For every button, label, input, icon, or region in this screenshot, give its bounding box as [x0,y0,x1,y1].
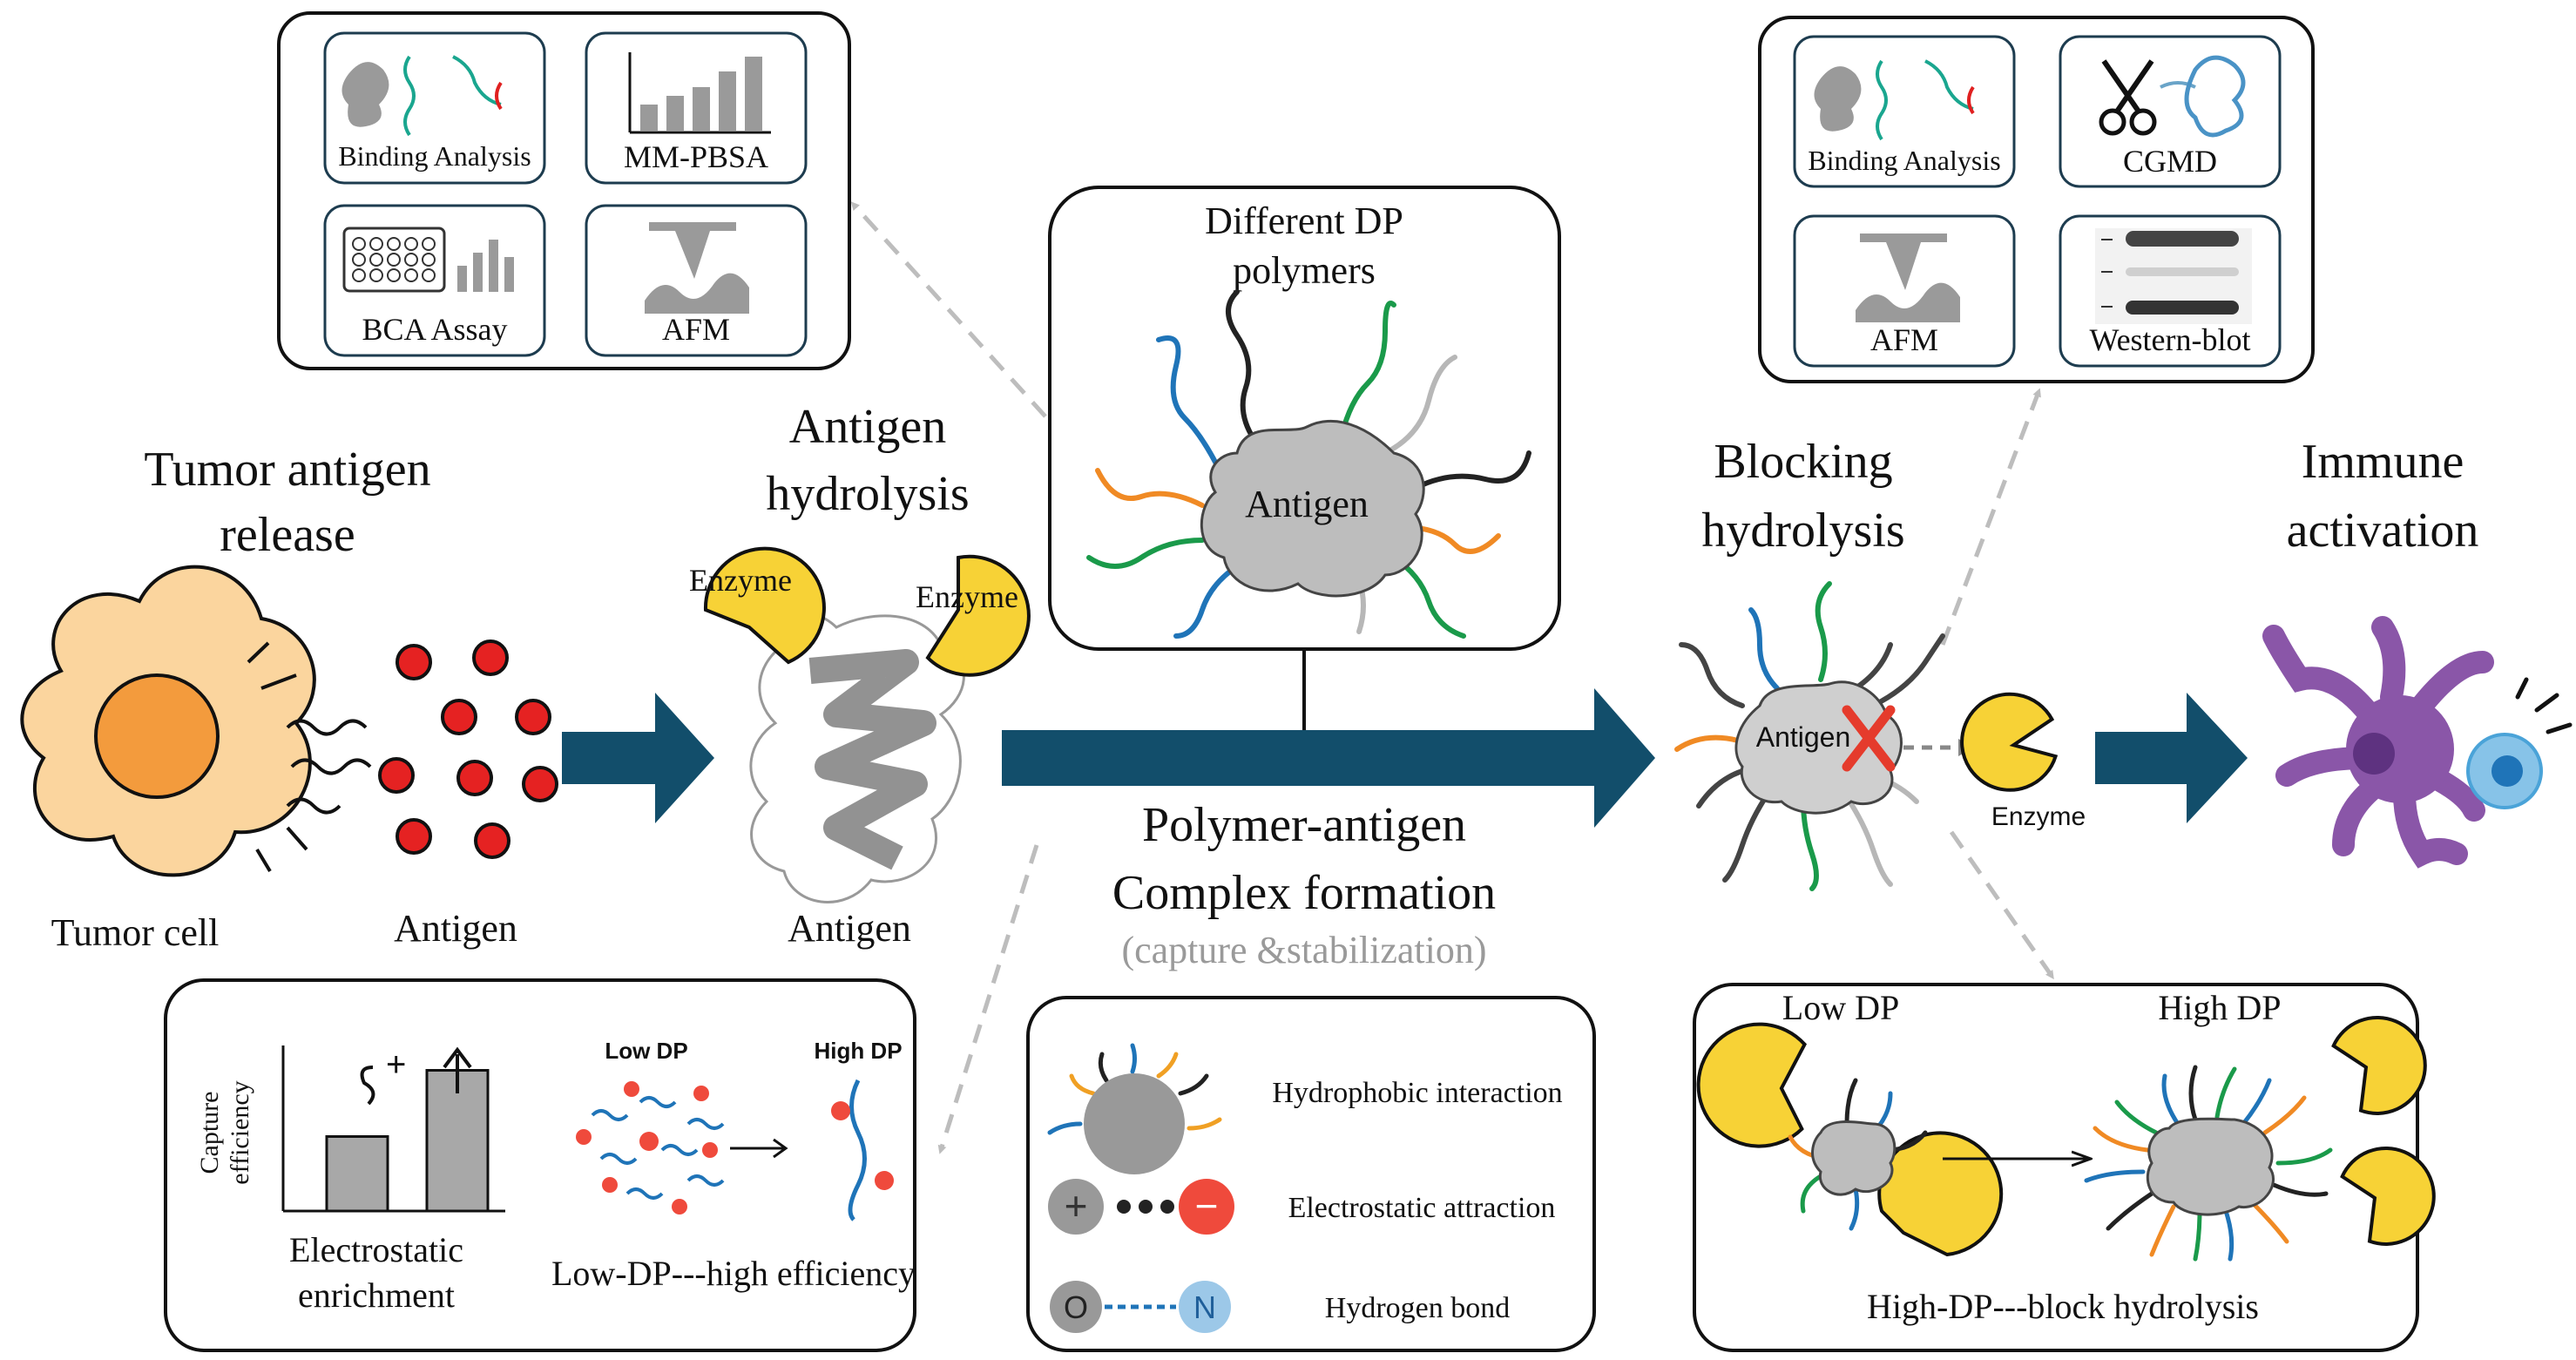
block-high-dp: High DP [2158,988,2281,1027]
bar-chart-icon [628,52,771,134]
capture-xlabel-2: enrichment [298,1275,455,1315]
blocked-antigen-label: Antigen [1756,721,1851,753]
afm-tip-icon-right [1856,233,1960,322]
capture-xlabel-1: Electrostatic [289,1230,463,1269]
heading-antigen-hydrolysis-2: hydrolysis [766,467,969,521]
heading-complex-formation-2: Complex formation [1112,866,1496,920]
interaction-hydrophobic: Hydrophobic interaction [1272,1077,1562,1109]
main-arrow-1 [562,693,714,823]
method-label-binding-right: Binding Analysis [1808,145,2000,176]
svg-text:+: + [386,1045,406,1084]
method-card-afm-right [1793,214,2016,368]
hydrogen-n: N [1193,1289,1216,1325]
heading-immune-activation-1: Immune [2302,435,2464,489]
center-polymer-box: Different DP polymers Antigen [1048,186,1561,651]
method-label-afm: AFM [662,312,730,347]
electrostatic-icon: + − [1048,1179,1234,1235]
main-arrow-2 [1002,688,1655,828]
label-enzyme-left: Enzyme [689,563,792,598]
afm-tip-icon [645,222,749,314]
complex-subtitle: (capture &stabilization) [1121,929,1486,971]
enzyme-left [703,546,826,665]
polymer-plus-icon: + [360,1045,406,1106]
method-label-bca: BCA Assay [362,312,507,347]
interaction-hydrogen: Hydrogen bond [1325,1292,1510,1324]
method-label-mmpbsa: MM-PBSA [624,139,768,174]
western-blot-icon [2095,228,2252,324]
heading-blocking-hydrolysis-1: Blocking [1714,435,1892,489]
center-box-title-2: polymers [1233,249,1376,292]
center-antigen-label: Antigen [1245,483,1369,525]
capture-ylabel-1: Capture [195,1092,224,1174]
method-label-western: Western-blot [2089,322,2250,357]
heading-immune-activation-2: activation [2287,504,2479,558]
high-dp-chain [831,1079,894,1221]
main-arrow-3 [2095,693,2248,823]
label-antigen-particles: Antigen [394,907,517,950]
dendritic-cell-illustration [2262,616,2494,869]
method-label-cgmd: CGMD [2123,144,2217,179]
center-antigen-blob [1200,419,1425,598]
tumor-cell-illustration [20,565,372,877]
center-box-title-1: Different DP [1205,200,1403,242]
interaction-types-box: Hydrophobic interaction + − Electrostati… [1026,996,1596,1352]
heading-complex-formation-1: Polymer-antigen [1142,798,1466,852]
capture-low-dp: Low DP [605,1038,687,1064]
binding-analysis-icon-right [1814,59,1975,141]
heading-blocking-hydrolysis-2: hydrolysis [1701,504,1904,558]
block-low-dp: Low DP [1782,988,1899,1027]
block-x-icon [1842,705,1896,772]
capture-caption: Low-DP---high efficiency [551,1254,916,1293]
well-plate-icon [342,227,514,293]
capture-high-dp: High DP [814,1038,902,1064]
scissors-icon [2099,55,2246,138]
enzyme-right [925,554,1031,677]
up-arrow-icon [443,1046,472,1093]
low-dp-cluster [576,1081,725,1215]
method-label-binding: Binding Analysis [338,140,531,172]
method-label-afm-right: AFM [1870,322,1938,357]
tumor-nucleus [94,673,220,799]
methods-box-left: Binding Analysis MM-PBSA BCA Assay AFM [277,11,851,370]
label-enzyme-right: Enzyme [916,579,1018,614]
t-cell-illustration [2466,677,2573,809]
enzyme-pacman [1960,692,2059,792]
binding-analysis-icon [341,55,503,137]
heading-antigen-hydrolysis-1: Antigen [789,400,946,454]
antigen-particles [378,639,558,859]
capture-bar-low [325,1135,389,1213]
method-card-afm [585,204,808,357]
electrostatic-plus: + [1065,1183,1088,1228]
label-enzyme-pacman: Enzyme [1991,802,2086,831]
capture-arrow [730,1138,788,1159]
capture-efficiency-box: + Capture efficiency Electrostatic enric… [164,978,916,1352]
label-antigen-protein: Antigen [788,907,911,950]
heading-tumor-release-2: release [220,508,355,562]
high-dp-complex [2084,1016,2436,1262]
label-tumor-cell: Tumor cell [51,911,220,954]
low-dp-complex [1696,1022,2004,1257]
heading-tumor-release-1: Tumor antigen [144,443,430,497]
hydrogen-bond-icon: O N [1050,1281,1231,1333]
block-caption: High-DP---block hydrolysis [1867,1287,2259,1326]
hydrophobic-icon [1047,1043,1222,1174]
methods-box-right: Binding Analysis CGMD AFM Western-blot [1758,16,2315,383]
hydrogen-o: O [1064,1289,1088,1325]
antigen-protein-illustration [749,611,965,903]
dashed-arrows [850,201,2054,1154]
interaction-electrostatic: Electrostatic attraction [1288,1192,1556,1224]
blocked-antigen-complex: Antigen [1674,581,1974,891]
electrostatic-minus: − [1195,1183,1219,1228]
capture-ylabel-2: efficiency [226,1080,254,1184]
dp-blocking-box: Low DP High DP [1693,983,2436,1352]
